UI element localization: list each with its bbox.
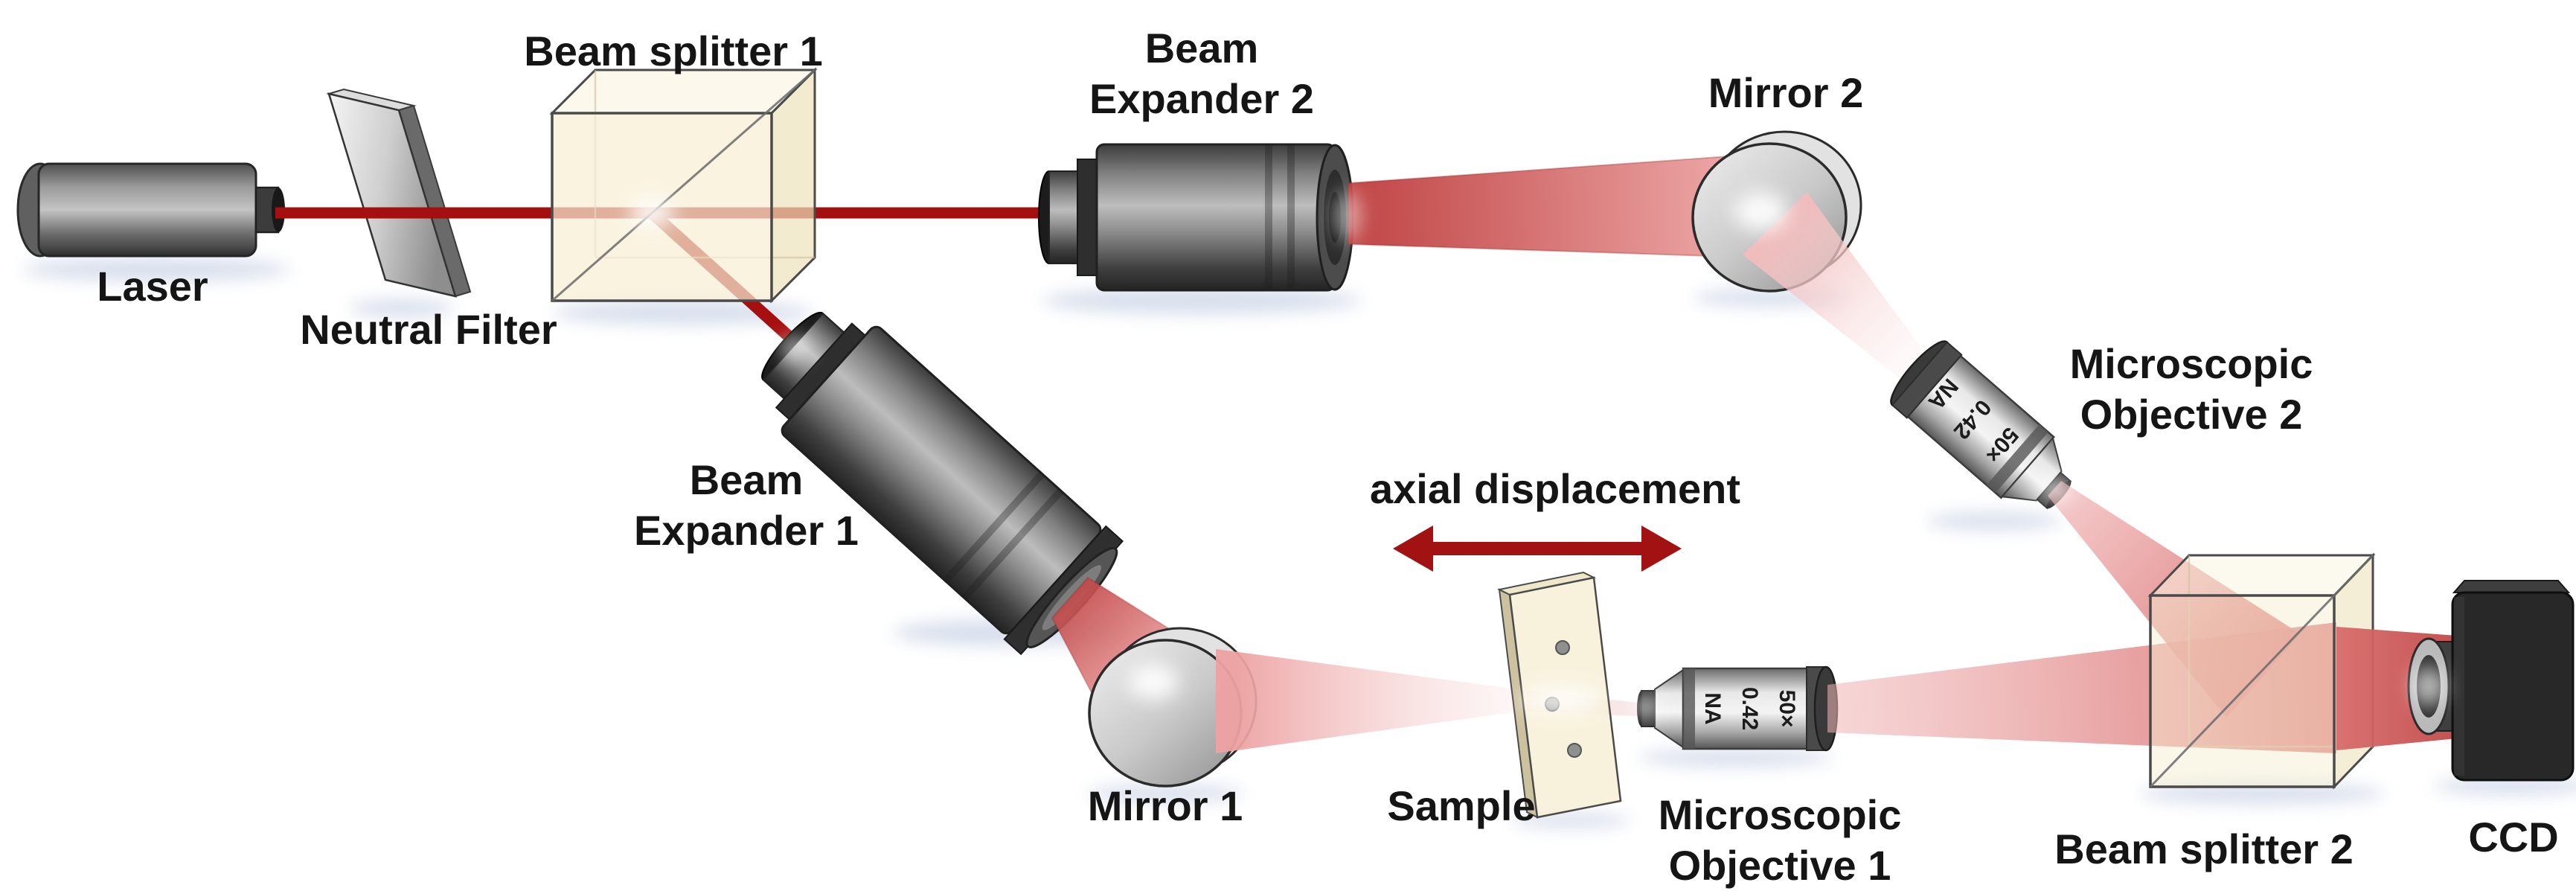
shadow: [2139, 783, 2385, 804]
glow-expander1-entrance: [781, 338, 808, 359]
objective1-front-ring: [1683, 668, 1695, 749]
laser-body: [37, 162, 257, 258]
sample-particle: [1555, 640, 1570, 655]
glow-ccd-lens: [2412, 667, 2445, 706]
glow-objective2-tip: [2039, 479, 2072, 501]
beam-expander-2-device: [1038, 143, 1354, 292]
glow-objective1-tip: [1631, 698, 1661, 716]
objective2-front-ring: [1986, 424, 2048, 494]
glow-mirror1-spot: [1128, 664, 1179, 700]
objective1-marking-na: NA: [1700, 692, 1725, 724]
beam-expander-2-label-line2: Expander 2: [1089, 75, 1314, 122]
expander2-entrance-tube: [1048, 170, 1078, 264]
glow-sample-focus: [1520, 688, 1602, 712]
objective2-back-ring: [1891, 341, 1963, 419]
beam-splitter-1-label: Beam splitter 1: [524, 28, 823, 74]
shadow: [1042, 287, 1362, 314]
beam-expander-1-device: [761, 311, 1124, 656]
laser-label: Laser: [97, 263, 208, 310]
sample-label: Sample: [1387, 782, 1535, 829]
axial-displacement-label: axial displacement: [1370, 465, 1740, 512]
expander1-ring-line: [961, 488, 1064, 601]
ccd-label: CCD: [2468, 814, 2558, 860]
laser-device: [16, 162, 285, 258]
neutral-filter-plate: [326, 88, 472, 298]
expander2-ring-line: [1265, 144, 1272, 290]
microscopic-objective-1-label-line2: Objective 1: [1669, 842, 1891, 889]
objective1-marking-mag: 50×: [1775, 690, 1799, 728]
shadow: [2434, 777, 2576, 795]
ccd-top-bevel: [2452, 580, 2571, 593]
expander2-step-ring: [1077, 159, 1098, 276]
shadow: [1638, 749, 1832, 767]
arrow-head-right: [1641, 526, 1682, 572]
objective1-marking-value: 0.42: [1737, 687, 1762, 730]
shadow: [1927, 512, 2061, 530]
microscopic-objective-2-label-line1: Microscopic: [2070, 340, 2313, 387]
shadow: [350, 299, 454, 317]
ccd-body-highlight: [2454, 597, 2464, 776]
beam-expander-1-label-line2: Expander 1: [634, 507, 859, 554]
microscopic-objective-1-label-line1: Microscopic: [1659, 791, 1902, 838]
expander1-ring-line: [942, 471, 1045, 584]
splitter-diagonal: [551, 68, 816, 302]
neutral-filter-label: Neutral Filter: [300, 306, 557, 353]
ccd-body: [2451, 591, 2575, 782]
sample-particle: [1567, 743, 1582, 758]
shadow: [1087, 785, 1243, 802]
mirror-2-label: Mirror 2: [1708, 69, 1864, 116]
beam-splitter-1-cube: [549, 67, 818, 304]
microscopic-objective-2-label-line2: Objective 2: [2080, 391, 2303, 438]
axial-displacement-arrow: [1393, 526, 1682, 572]
beam-splitter-2-label: Beam splitter 2: [2054, 825, 2354, 872]
beam-expander-2-label-line1: Beam: [1145, 25, 1259, 71]
glow-expander2-exit: [1333, 191, 1360, 241]
expander2-body: [1095, 143, 1336, 292]
microscopic-objective-1-device: NA 0.42 50×: [1637, 665, 1839, 752]
beam-expander-1-label-line1: Beam: [690, 456, 804, 503]
arrow-head-left: [1393, 526, 1433, 572]
cube-top-face: [549, 68, 818, 115]
glow-mirror2-spot: [1734, 192, 1787, 231]
expander2-ring-line: [1287, 144, 1295, 290]
glow-bs1-center: [629, 198, 674, 228]
beam-mirror1-to-sample: [1216, 649, 1528, 753]
mirror-1-label: Mirror 1: [1088, 782, 1243, 829]
beam-mirror2-to-objective2: [1743, 192, 1944, 397]
splitter-diagonal: [2149, 554, 2374, 788]
shadow: [22, 258, 290, 281]
